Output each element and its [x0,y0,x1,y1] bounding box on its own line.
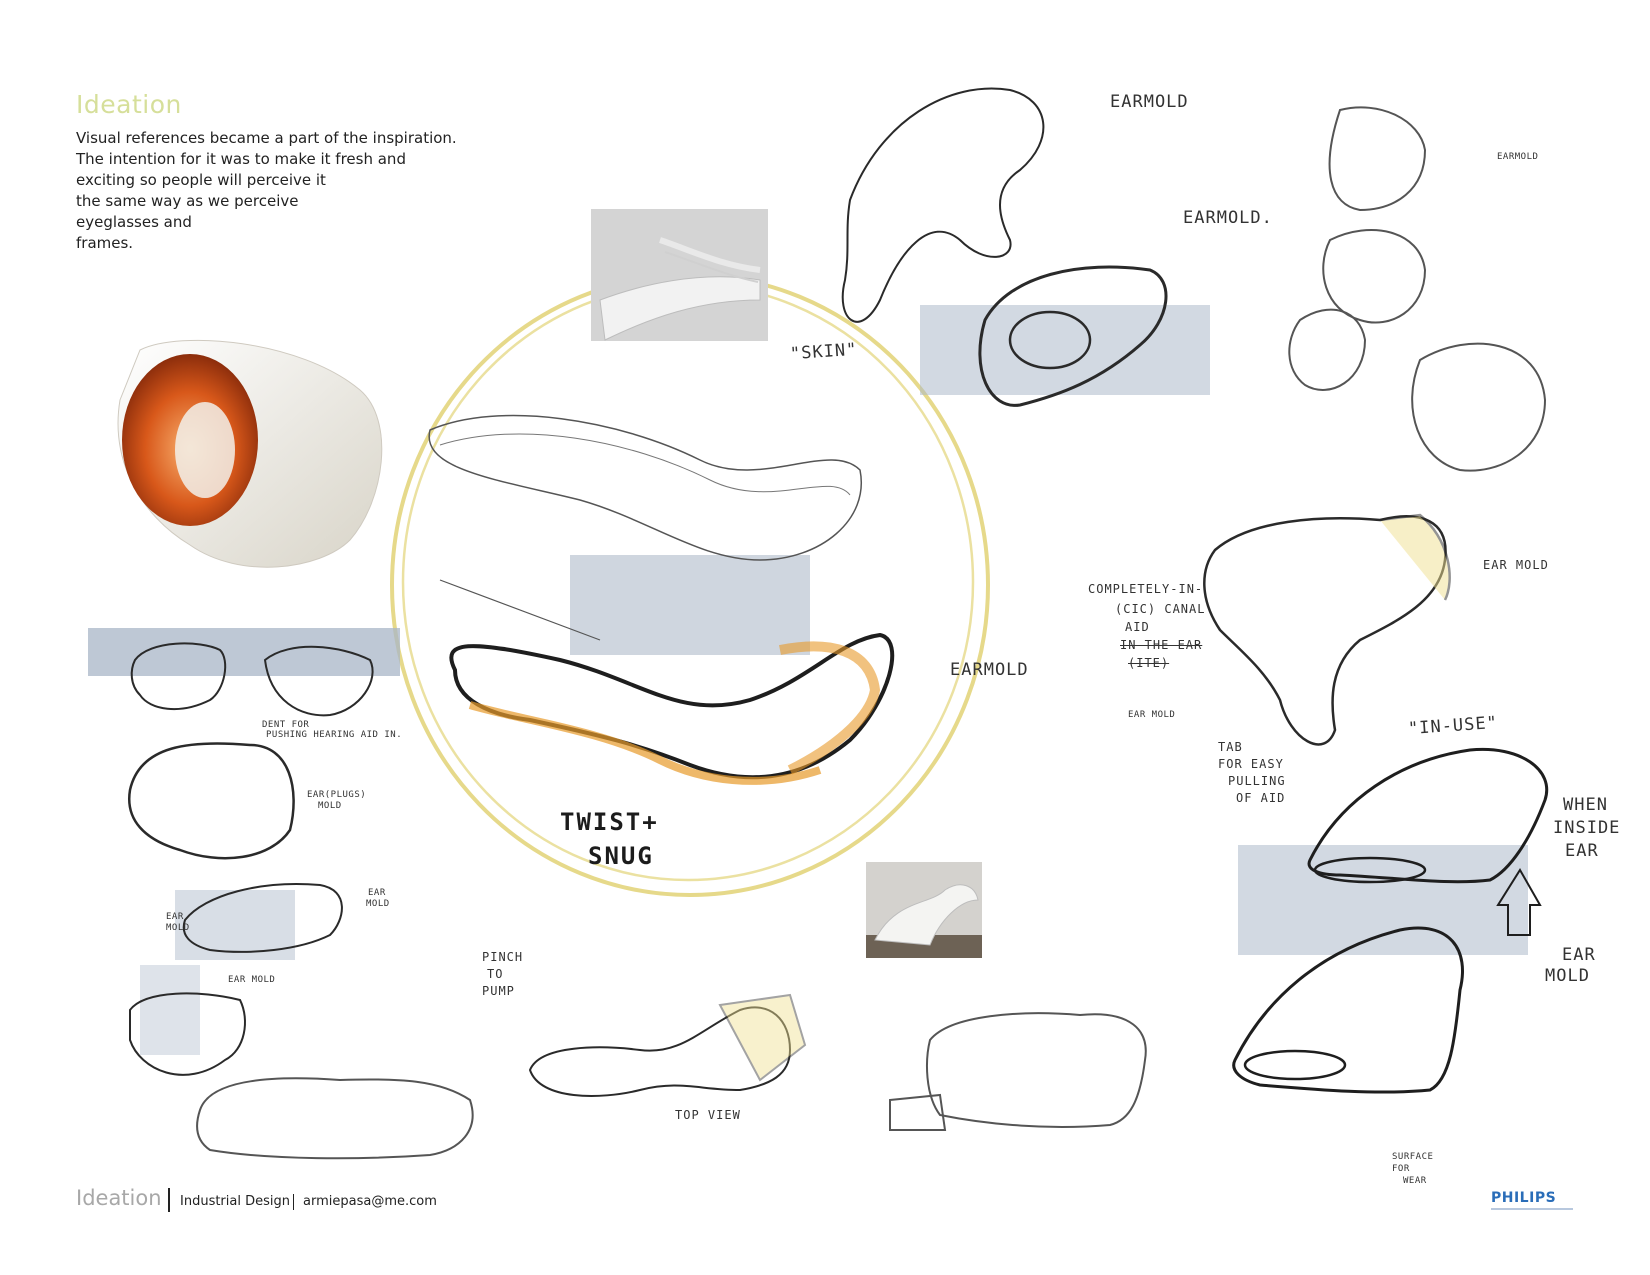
intro-line: Visual references became a part of the i… [76,129,457,147]
ear-big-label-line: EAR [1562,945,1596,965]
pinch-label-line: PUMP [482,984,515,998]
when-label-line: EAR [1565,841,1599,861]
left-earmold-sketches [127,642,474,1160]
cic-label-line: (CIC) CANAL [1115,602,1206,616]
ear-left-label: MOLD [166,923,190,933]
page-title: Ideation [76,90,182,119]
snug-label: SNUG [588,842,654,870]
footer-divider [168,1188,170,1212]
cic-sketch [1203,513,1451,746]
when-label-line: WHEN [1563,795,1608,815]
when-label-line: INSIDE [1553,818,1621,838]
ear-big-label-line: MOLD [1545,966,1590,986]
dent-label-line: DENT FOR [262,720,310,730]
footer-section-title: Ideation [76,1186,162,1210]
tab-label-line: PULLING [1228,774,1286,788]
ear-mold-lower-label: EAR MOLD [1128,710,1176,720]
surface-label-line: FOR [1392,1164,1410,1174]
earmold-top-label: EARMOLD [1110,92,1189,112]
cic-label-line: AID [1125,620,1150,634]
ear-mold-right-label: EAR MOLD [1483,558,1549,572]
footer-department: Industrial Design [180,1194,290,1209]
marker-swatches [88,305,1528,1055]
logo-underline [1491,1208,1573,1210]
cic-label-line: IN THE EAR [1120,638,1203,652]
intro-paragraph: Visual references became a part of the i… [76,128,466,254]
earmold-sketches-top [841,87,1547,472]
pinch-label-line: TO [487,967,504,981]
ear-mold-left-label: EAR [368,888,386,898]
intro-line: The intention for it was to make it fres… [76,150,406,168]
intro-line: eyeglasses and [76,213,192,231]
earplugs-label-line: EAR(PLUGS) [307,790,367,800]
pinch-label-line: PINCH [482,950,524,964]
footer-email: armiepasa@me.com [303,1194,437,1209]
chair-photo-bottom [866,862,982,958]
footer-divider [293,1194,294,1210]
dent-label-line: PUSHING HEARING AID IN. [266,730,403,740]
earplugs-label-line: MOLD [318,801,342,811]
earmold-small-label: EARMOLD [1497,152,1539,162]
twist-sketch [428,414,895,785]
ring-product-photo [117,339,383,568]
in-use-sketch [1232,747,1549,1094]
intro-line: exciting so people will perceive it [76,171,326,189]
ear-mold-left-label: MOLD [366,899,390,909]
tab-label-line: FOR EASY [1218,757,1284,771]
bottom-center-sketches [528,993,1147,1131]
surface-label-line: WEAR [1403,1176,1427,1186]
tab-label-line: TAB [1218,740,1243,754]
cic-label-line: (ITE) [1128,656,1170,670]
earmold-center-label: EARMOLD [950,660,1029,680]
intro-line: the same way as we perceive [76,192,299,210]
ear-left-label: EAR [166,912,184,922]
earmold-small-left-label: EAR MOLD [228,975,276,985]
philips-logo: PHILIPS [1491,1190,1557,1206]
twist-label: TWIST+ [560,808,659,836]
earmold-mid-label: EARMOLD. [1183,208,1273,228]
tab-label-line: OF AID [1236,791,1286,805]
cic-label-line: COMPLETELY-IN- [1088,582,1204,596]
sculpture-photo-top [591,209,768,341]
surface-label-line: SURFACE [1392,1152,1434,1162]
top-view-label: TOP VIEW [675,1108,741,1122]
intro-line: frames. [76,234,134,252]
